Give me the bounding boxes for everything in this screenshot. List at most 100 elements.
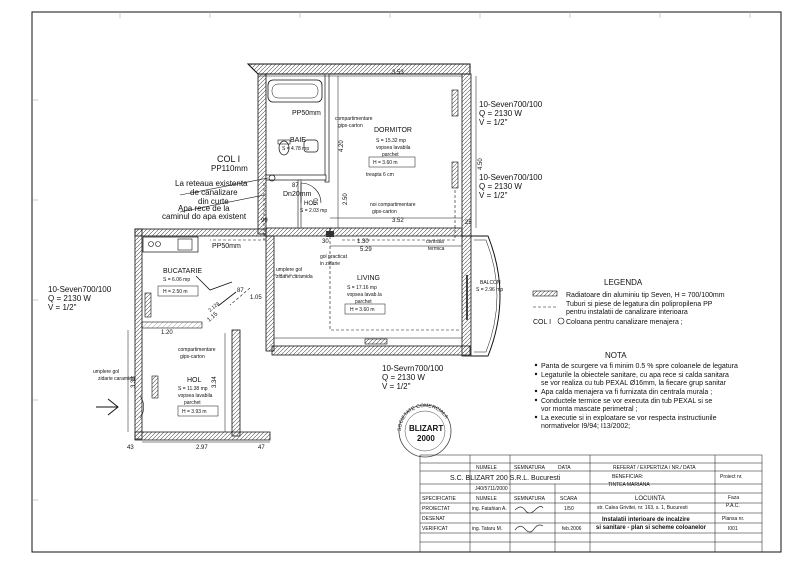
- svg-text:si sanitare - plan si scheme c: si sanitare - plan si scheme coloanelor: [596, 525, 707, 531]
- svg-text:S.C. BLIZART 200 S.R.L. Bucure: S.C. BLIZART 200 S.R.L. Bucuresti: [450, 475, 561, 482]
- height-marker-label: treapta 6 cm: [366, 172, 394, 178]
- svg-text:H = 3.93 m: H = 3.93 m: [182, 409, 207, 415]
- dn20-label: Dn20mm: [283, 191, 312, 198]
- svg-text:H = 3.60 m: H = 3.60 m: [373, 160, 398, 166]
- network-label-3: din curte: [198, 197, 229, 206]
- network-label-2: de canalizare: [190, 188, 238, 197]
- cold-water-label-1: Apa rece de la: [178, 204, 230, 213]
- door-kitchen: [195, 275, 233, 291]
- svg-text:DORMITOR: DORMITOR: [374, 127, 412, 134]
- svg-text:V = 1/2": V = 1/2": [382, 382, 411, 391]
- bathtub-icon: [267, 79, 323, 103]
- svg-text:pentru instalatii de canalizar: pentru instalatii de canalizare interioa…: [566, 309, 688, 316]
- svg-text:LIVING: LIVING: [357, 275, 380, 282]
- svg-text:10-Sevrn700/100: 10-Sevrn700/100: [382, 364, 444, 373]
- sink-icon: [303, 139, 319, 153]
- svg-text:VERIFICAT: VERIFICAT: [422, 526, 448, 532]
- svg-text:Q = 2130 W: Q = 2130 W: [48, 294, 91, 303]
- svg-text:Instalatii interioare de incal: Instalatii interioare de incalzire: [602, 517, 690, 523]
- room-baie: BAIE S = 4.78 mp: [282, 137, 309, 152]
- svg-text:BALCON: BALCON: [480, 280, 501, 286]
- svg-text:feb.2006: feb.2006: [562, 526, 582, 532]
- svg-text:V = 1/2": V = 1/2": [479, 118, 508, 127]
- svg-text:BAIE: BAIE: [290, 137, 306, 144]
- svg-text:HOL: HOL: [304, 201, 317, 207]
- svg-text:Q = 2130 W: Q = 2130 W: [479, 182, 522, 191]
- svg-text:Tuburi si piese de legatura di: Tuburi si piese de legatura din poliprop…: [566, 301, 713, 308]
- pp50-kitchen-label: PP50mm: [212, 243, 241, 250]
- room-hol: HOL S = 11.38 mp vopsea lavabila parchet…: [177, 377, 219, 417]
- dim-87b: 87: [237, 288, 244, 294]
- legend-radiator-icon: [532, 290, 558, 297]
- col-i-marker: [268, 174, 276, 182]
- pp50-top-label: PP50mm: [292, 110, 321, 117]
- legend-col-icon: [557, 317, 565, 325]
- svg-text:COL I: COL I: [533, 319, 551, 326]
- comp-left-label-2: gips-carton: [180, 354, 205, 360]
- col1-pipe-label: PP110mm: [211, 164, 248, 173]
- svg-text:H = 3.60 m: H = 3.60 m: [350, 307, 375, 313]
- balcony-inner: [474, 239, 498, 353]
- sheet-frame: [31, 11, 782, 553]
- svg-text:vor monta mascate perimetral ;: vor monta mascate perimetral ;: [541, 406, 638, 413]
- comp-right-label-1: noi compartimentare: [370, 202, 416, 208]
- svg-text:I001: I001: [728, 526, 738, 532]
- svg-text:SCARA: SCARA: [560, 496, 578, 502]
- svg-text:Conductele termice se vor exec: Conductele termice se vor executa din tu…: [541, 398, 712, 405]
- dimension-lines: [127, 75, 477, 443]
- gol-label-2: in zidarie: [320, 261, 340, 267]
- centrala-label-1: centrala: [426, 239, 444, 245]
- svg-text:La executie si in exploatare s: La executie si in exploatare se vor resp…: [541, 415, 717, 422]
- svg-text:parchet: parchet: [382, 152, 399, 158]
- cold-water-pipe: [179, 194, 265, 213]
- svg-text:LOCUINTA: LOCUINTA: [635, 496, 665, 502]
- dim-4-20: 4.20: [339, 140, 345, 152]
- svg-text:V = 1/2": V = 1/2": [479, 191, 508, 200]
- col1-label: COL I: [217, 154, 240, 164]
- svg-text:S = 17.16 mp: S = 17.16 mp: [347, 285, 377, 291]
- radiator-callout-1: 10-Seven700/100 Q = 2130 W V = 1/2": [479, 100, 543, 127]
- heating-pipes: [210, 183, 460, 331]
- frame-ticks: [32, 12, 751, 501]
- svg-text:Coloana pentru canalizare mena: Coloana pentru canalizare menajera ;: [566, 319, 683, 326]
- signature-proiectat: [514, 506, 544, 514]
- dim-87: 87: [292, 183, 299, 189]
- svg-text:REFERAT / EXPERTIZA / NR./ DAT: REFERAT / EXPERTIZA / NR./ DATA: [613, 465, 696, 471]
- room-balcon: BALCON S = 2.96 mp: [476, 280, 503, 293]
- svg-text:S = 15.32 mp: S = 15.32 mp: [376, 138, 406, 144]
- svg-text:str. Calea Grivitei, nr. 163,: str. Calea Grivitei, nr. 163, s. 1, Bucu…: [597, 505, 688, 511]
- company-stamp: SOCIETATE COMERCIALA BLIZART 2000: [397, 403, 452, 458]
- entry-arrow-icon: [96, 398, 119, 416]
- title-block-text: NUMELE SEMNATURA DATA REFERAT / EXPERTIZ…: [422, 465, 744, 532]
- door-bath: [300, 182, 322, 204]
- comp-left-label-1: compartimentare: [178, 347, 216, 353]
- svg-text:NUMELE: NUMELE: [476, 465, 498, 471]
- svg-text:Panta de scurgere va fi minim: Panta de scurgere va fi minim 0.5 % spre…: [541, 363, 738, 370]
- dim-30: 30: [322, 239, 329, 245]
- svg-text:10-Seven700/100: 10-Seven700/100: [479, 100, 543, 109]
- svg-text:Plansa nr.: Plansa nr.: [722, 516, 744, 522]
- svg-text:ing. Fatahian A.: ing. Fatahian A.: [472, 506, 507, 512]
- svg-text:BLIZART: BLIZART: [409, 424, 443, 433]
- room-hol-small: HOL S = 2.03 mp: [300, 201, 327, 214]
- radiator-callout-4: 10-Sevrn700/100 Q = 2130 W V = 1/2": [382, 364, 444, 391]
- room-living: LIVING S = 17.16 mp vopsea lavab.la parc…: [344, 275, 386, 315]
- svg-text:NUMELE: NUMELE: [476, 496, 498, 502]
- umplere-entry-label-2: zidarie caramida: [98, 376, 135, 382]
- dim-5-29: 5.29: [360, 247, 372, 253]
- svg-text:TINTEA MARIANA: TINTEA MARIANA: [608, 482, 650, 488]
- svg-text:vopsea lavab.la: vopsea lavab.la: [347, 292, 382, 298]
- dim-3-53: 3.53: [392, 70, 404, 76]
- dim-99: 99: [261, 218, 268, 224]
- dim-1-05: 1.05: [250, 295, 262, 301]
- network-label-1: La reteaua existenta: [175, 179, 248, 188]
- radiator-3-icon: [144, 292, 152, 318]
- svg-text:H = 2.50 m: H = 2.50 m: [163, 289, 188, 295]
- room-dormitor: DORMITOR S = 15.32 mp vopsea lavabila pa…: [368, 127, 416, 168]
- svg-text:SEMNATURA: SEMNATURA: [514, 465, 546, 471]
- signature-verificat: [514, 524, 544, 533]
- dim-43: 43: [127, 445, 134, 451]
- svg-text:Q = 2130 W: Q = 2130 W: [479, 109, 522, 118]
- notes: NOTA Panta de scurgere va fi minim 0.5 %…: [534, 351, 738, 430]
